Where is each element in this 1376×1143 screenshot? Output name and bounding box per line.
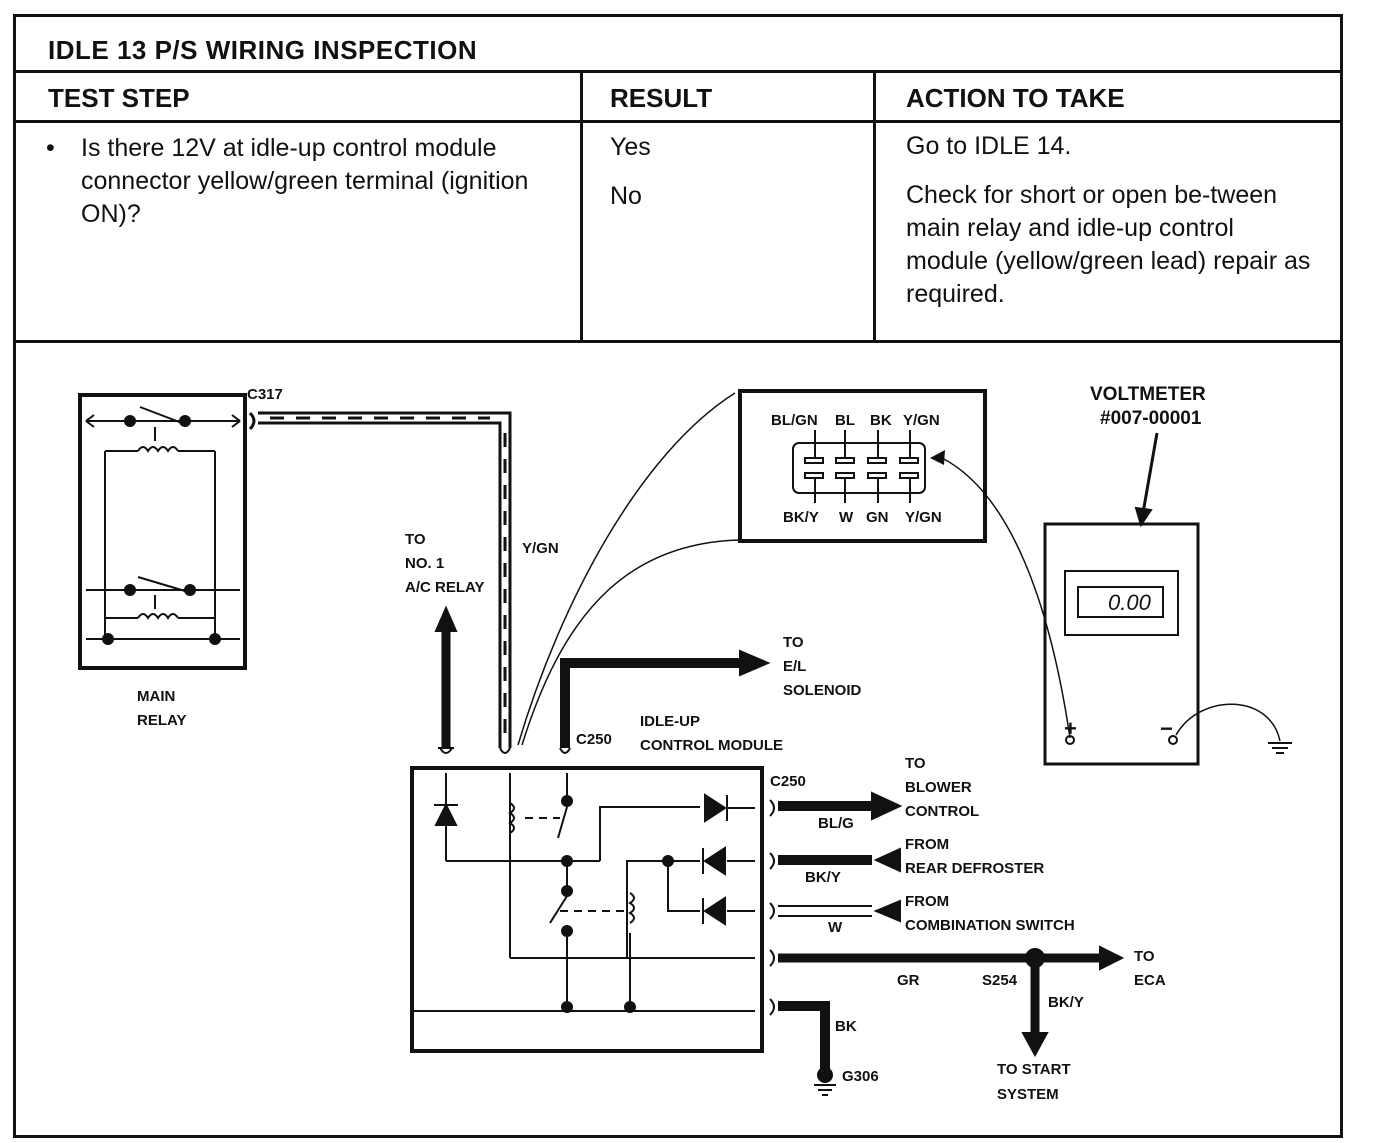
bky2-label: BK/Y: [1048, 994, 1084, 1011]
connector-pin-label: Y/GN: [903, 412, 940, 429]
bk-label: BK: [835, 1018, 857, 1035]
connector-view: [738, 389, 987, 543]
voltmeter-label: VOLTMETER: [1090, 384, 1206, 405]
el-solenoid-label: E/L: [783, 658, 806, 675]
bk-wire: [778, 1001, 830, 1071]
blower-label: CONTROL: [905, 803, 979, 820]
start-label: TO START: [997, 1061, 1071, 1078]
page-frame: [13, 14, 1343, 1138]
el-solenoid-label: SOLENOID: [783, 682, 862, 699]
result-yes: Yes: [610, 133, 651, 161]
title-row: IDLE 13 P/S WIRING INSPECTION: [16, 17, 1340, 73]
c250-label: C250: [576, 731, 612, 748]
column-divider: [580, 73, 583, 340]
gr-label: GR: [897, 972, 920, 989]
module-label: CONTROL MODULE: [640, 737, 783, 754]
defroster-arrow: [873, 847, 901, 873]
main-relay-label: MAIN: [137, 688, 175, 705]
ac-relay-label: A/C RELAY: [405, 579, 484, 596]
page-title: IDLE 13 P/S WIRING INSPECTION: [48, 35, 478, 65]
action-no: Check for short or open be-tween main re…: [906, 181, 1311, 308]
main-relay: [78, 393, 247, 670]
ygn-label: Y/GN: [522, 540, 559, 557]
blg-label: BL/G: [818, 815, 854, 832]
voltmeter-part-number: #007-00001: [1100, 408, 1202, 429]
header-test-step: TEST STEP: [16, 73, 582, 123]
g306-label: G306: [842, 1068, 879, 1085]
action-yes: Go to IDLE 14.: [906, 132, 1072, 160]
el-solenoid-label: TO: [783, 634, 804, 651]
test-step-cell: • Is there 12V at idle-up control module…: [46, 132, 546, 231]
start-label: SYSTEM: [997, 1086, 1059, 1103]
connector-pin-label: W: [839, 509, 854, 526]
connector-pin-label: BL/GN: [771, 412, 818, 429]
combination-arrow: [873, 899, 901, 923]
eca-label: TO: [1134, 948, 1155, 965]
connector-pin-label: BL: [835, 412, 855, 429]
connector-pin-label: BK/Y: [783, 509, 819, 526]
blower-arrow: [871, 791, 903, 821]
eca-label: ECA: [1134, 972, 1166, 989]
test-step-text: Is there 12V at idle-up control module c…: [81, 134, 529, 228]
c250-label: C250: [770, 773, 806, 790]
wiring-diagram-svg: C317 MAIN RELAY Y/GN TO NO. 1 A/C RELAY …: [78, 384, 1292, 1103]
bullet: •: [46, 134, 55, 162]
connector-pin-label: GN: [866, 509, 889, 526]
probe-lead: [941, 457, 1071, 739]
column-divider: [873, 73, 876, 340]
blower-label: BLOWER: [905, 779, 972, 796]
ac-relay-label: TO: [405, 531, 426, 548]
result-cell: Yes No: [610, 131, 850, 229]
defroster-label: FROM: [905, 836, 949, 853]
ac-relay-arrow: [434, 605, 458, 748]
defroster-label: REAR DEFROSTER: [905, 860, 1044, 877]
voltmeter-display: 0.00: [1108, 590, 1152, 615]
connector-pin-label: Y/GN: [905, 509, 942, 526]
header-result: RESULT: [582, 73, 876, 123]
w-label: W: [828, 919, 843, 936]
ygn-wire: [248, 411, 512, 748]
s254-label: S254: [982, 972, 1018, 989]
ac-relay-label: NO. 1: [405, 555, 444, 572]
c317-label: C317: [247, 386, 283, 403]
result-no: No: [610, 182, 642, 210]
connector-pin-label: BK: [870, 412, 892, 429]
bky-label: BK/Y: [805, 869, 841, 886]
g306-ground: [817, 1067, 833, 1083]
test-lead: [521, 539, 741, 746]
plus-terminal: +: [1064, 716, 1077, 741]
wiring-diagram: C317 MAIN RELAY Y/GN TO NO. 1 A/C RELAY …: [16, 340, 1340, 1138]
main-relay-label: RELAY: [137, 712, 186, 729]
voltmeter: [1043, 432, 1292, 766]
action-cell: Go to IDLE 14. Check for short or open b…: [906, 130, 1316, 327]
combination-label: COMBINATION SWITCH: [905, 917, 1075, 934]
test-lead: [517, 392, 736, 746]
blower-label: TO: [905, 755, 926, 772]
minus-terminal: −: [1160, 716, 1173, 741]
combination-label: FROM: [905, 893, 949, 910]
module-label: IDLE-UP: [640, 713, 700, 730]
el-solenoid-wire: [560, 649, 771, 748]
idle-up-control-module: [410, 766, 775, 1053]
header-action: ACTION TO TAKE: [876, 73, 1340, 123]
